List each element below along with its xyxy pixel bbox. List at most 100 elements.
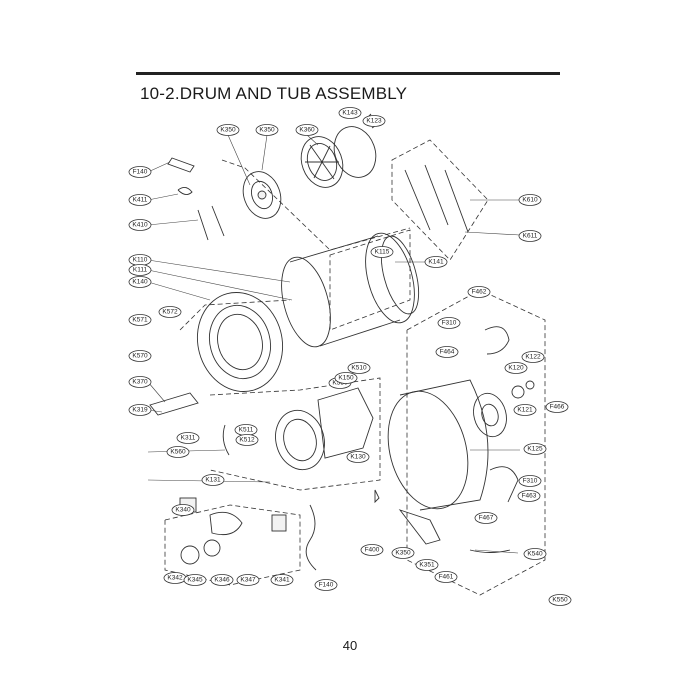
part-callout: K130 xyxy=(346,451,370,463)
part-callout: K571 xyxy=(128,314,152,326)
part-callout-code: K345 xyxy=(187,577,203,584)
part-callout: F464 xyxy=(435,346,459,358)
part-callout-code: K571 xyxy=(132,317,148,324)
part-callout: K350 xyxy=(216,124,240,136)
part-callout-code: F140 xyxy=(319,582,334,589)
part-callout: K342 xyxy=(163,572,187,584)
part-callout: K350 xyxy=(391,547,415,559)
part-callout-code: K611 xyxy=(523,233,538,240)
dashed-group-drum-spider xyxy=(221,159,411,251)
part-callout-code: K111 xyxy=(133,267,148,274)
clamp-part xyxy=(374,489,380,504)
part-callout-code: K341 xyxy=(274,577,290,584)
part-callout: K550 xyxy=(548,594,572,606)
part-callout: F140 xyxy=(128,166,152,178)
part-callout-code: K351 xyxy=(419,562,435,569)
part-callout: K111 xyxy=(128,264,152,276)
part-callout: K340 xyxy=(171,504,195,516)
part-callout-code: F467 xyxy=(479,515,494,522)
part-callout-code: K115 xyxy=(375,249,390,256)
part-callout: K512 xyxy=(235,434,259,446)
part-callout-code: F462 xyxy=(472,289,487,296)
part-callout: K410 xyxy=(128,219,152,231)
wire-part xyxy=(469,549,511,553)
part-callout-code: K150 xyxy=(338,375,354,382)
part-callout-code: F463 xyxy=(522,493,537,500)
dashed-group-tub xyxy=(406,289,546,596)
part-callout-code: F461 xyxy=(439,574,454,581)
harness-part xyxy=(305,504,317,571)
part-callout-code: K360 xyxy=(299,127,315,134)
part-callout-code: K340 xyxy=(175,507,191,514)
top-rule xyxy=(136,72,560,75)
drain-hose-part xyxy=(484,326,510,355)
part-callout-code: K141 xyxy=(428,259,444,266)
part-callout: K611 xyxy=(518,230,542,242)
part-callout-code: K143 xyxy=(342,110,358,117)
part-callout-code: F400 xyxy=(365,547,380,554)
part-callout: F467 xyxy=(474,512,498,524)
part-callout-code: K347 xyxy=(240,577,256,584)
part-callout-code: K122 xyxy=(525,354,541,361)
part-callout: F462 xyxy=(467,286,491,298)
clip-part xyxy=(177,187,193,195)
part-callout-code: K510 xyxy=(351,365,367,372)
part-callout-code: K131 xyxy=(205,477,221,484)
dashed-group-front xyxy=(209,377,381,491)
part-callout-code: K560 xyxy=(170,449,186,456)
part-callout: K140 xyxy=(128,276,152,288)
counterweight-part xyxy=(317,387,374,459)
door-gasket-part xyxy=(275,409,325,471)
damper-pin-part xyxy=(167,157,195,173)
part-callout-code: K350 xyxy=(220,127,236,134)
part-callout: K510 xyxy=(347,362,371,374)
part-callout-code: K121 xyxy=(517,407,533,414)
part-callout-code: K410 xyxy=(132,222,148,229)
part-callout: K123 xyxy=(362,115,386,127)
part-callout: K120 xyxy=(504,362,528,374)
part-callout: K125 xyxy=(523,443,547,455)
part-callout-code: K110 xyxy=(133,257,148,264)
part-callout: K360 xyxy=(295,124,319,136)
part-callout: K110 xyxy=(128,254,152,266)
drum-cylinder-part xyxy=(281,232,420,348)
part-callout-code: K550 xyxy=(552,597,568,604)
part-callout-code: K511 xyxy=(239,427,254,434)
part-callout-code: K130 xyxy=(350,454,366,461)
part-callout-code: K411 xyxy=(133,197,148,204)
part-callout: K350 xyxy=(255,124,279,136)
part-callout: K540 xyxy=(523,548,547,560)
part-callout-code: K342 xyxy=(167,575,183,582)
drain-pump-part xyxy=(179,497,287,565)
part-callout: K121 xyxy=(513,404,537,416)
part-callout-code: F466 xyxy=(550,404,565,411)
part-callout: K610 xyxy=(518,194,542,206)
part-callout-code: K540 xyxy=(527,551,543,558)
part-callout: F461 xyxy=(434,571,458,583)
part-callout: K319 xyxy=(128,404,152,416)
page-number: 40 xyxy=(342,638,358,653)
part-callout-code: K610 xyxy=(522,197,538,204)
part-callout-code: K319 xyxy=(132,407,148,414)
part-callout-code: K140 xyxy=(132,279,148,286)
springs-part xyxy=(197,205,225,241)
part-callout-code: K350 xyxy=(259,127,275,134)
hose-clip-part xyxy=(222,424,230,456)
part-callout: F310 xyxy=(518,475,542,487)
part-callout: K560 xyxy=(166,446,190,458)
dashed-group-drum xyxy=(329,229,411,331)
back-cover-part xyxy=(333,126,377,178)
part-callout-code: K346 xyxy=(214,577,230,584)
drum-spider-part xyxy=(242,171,282,219)
dashed-group-pump xyxy=(164,504,301,586)
part-callout-code: K311 xyxy=(181,435,196,442)
bearing-part xyxy=(511,385,525,399)
part-callout: K570 xyxy=(128,350,152,362)
part-callout-code: K572 xyxy=(162,309,178,316)
part-callout: F400 xyxy=(360,544,384,556)
part-callout: K347 xyxy=(236,574,260,586)
part-callout: K122 xyxy=(521,351,545,363)
seal-part xyxy=(525,380,535,390)
